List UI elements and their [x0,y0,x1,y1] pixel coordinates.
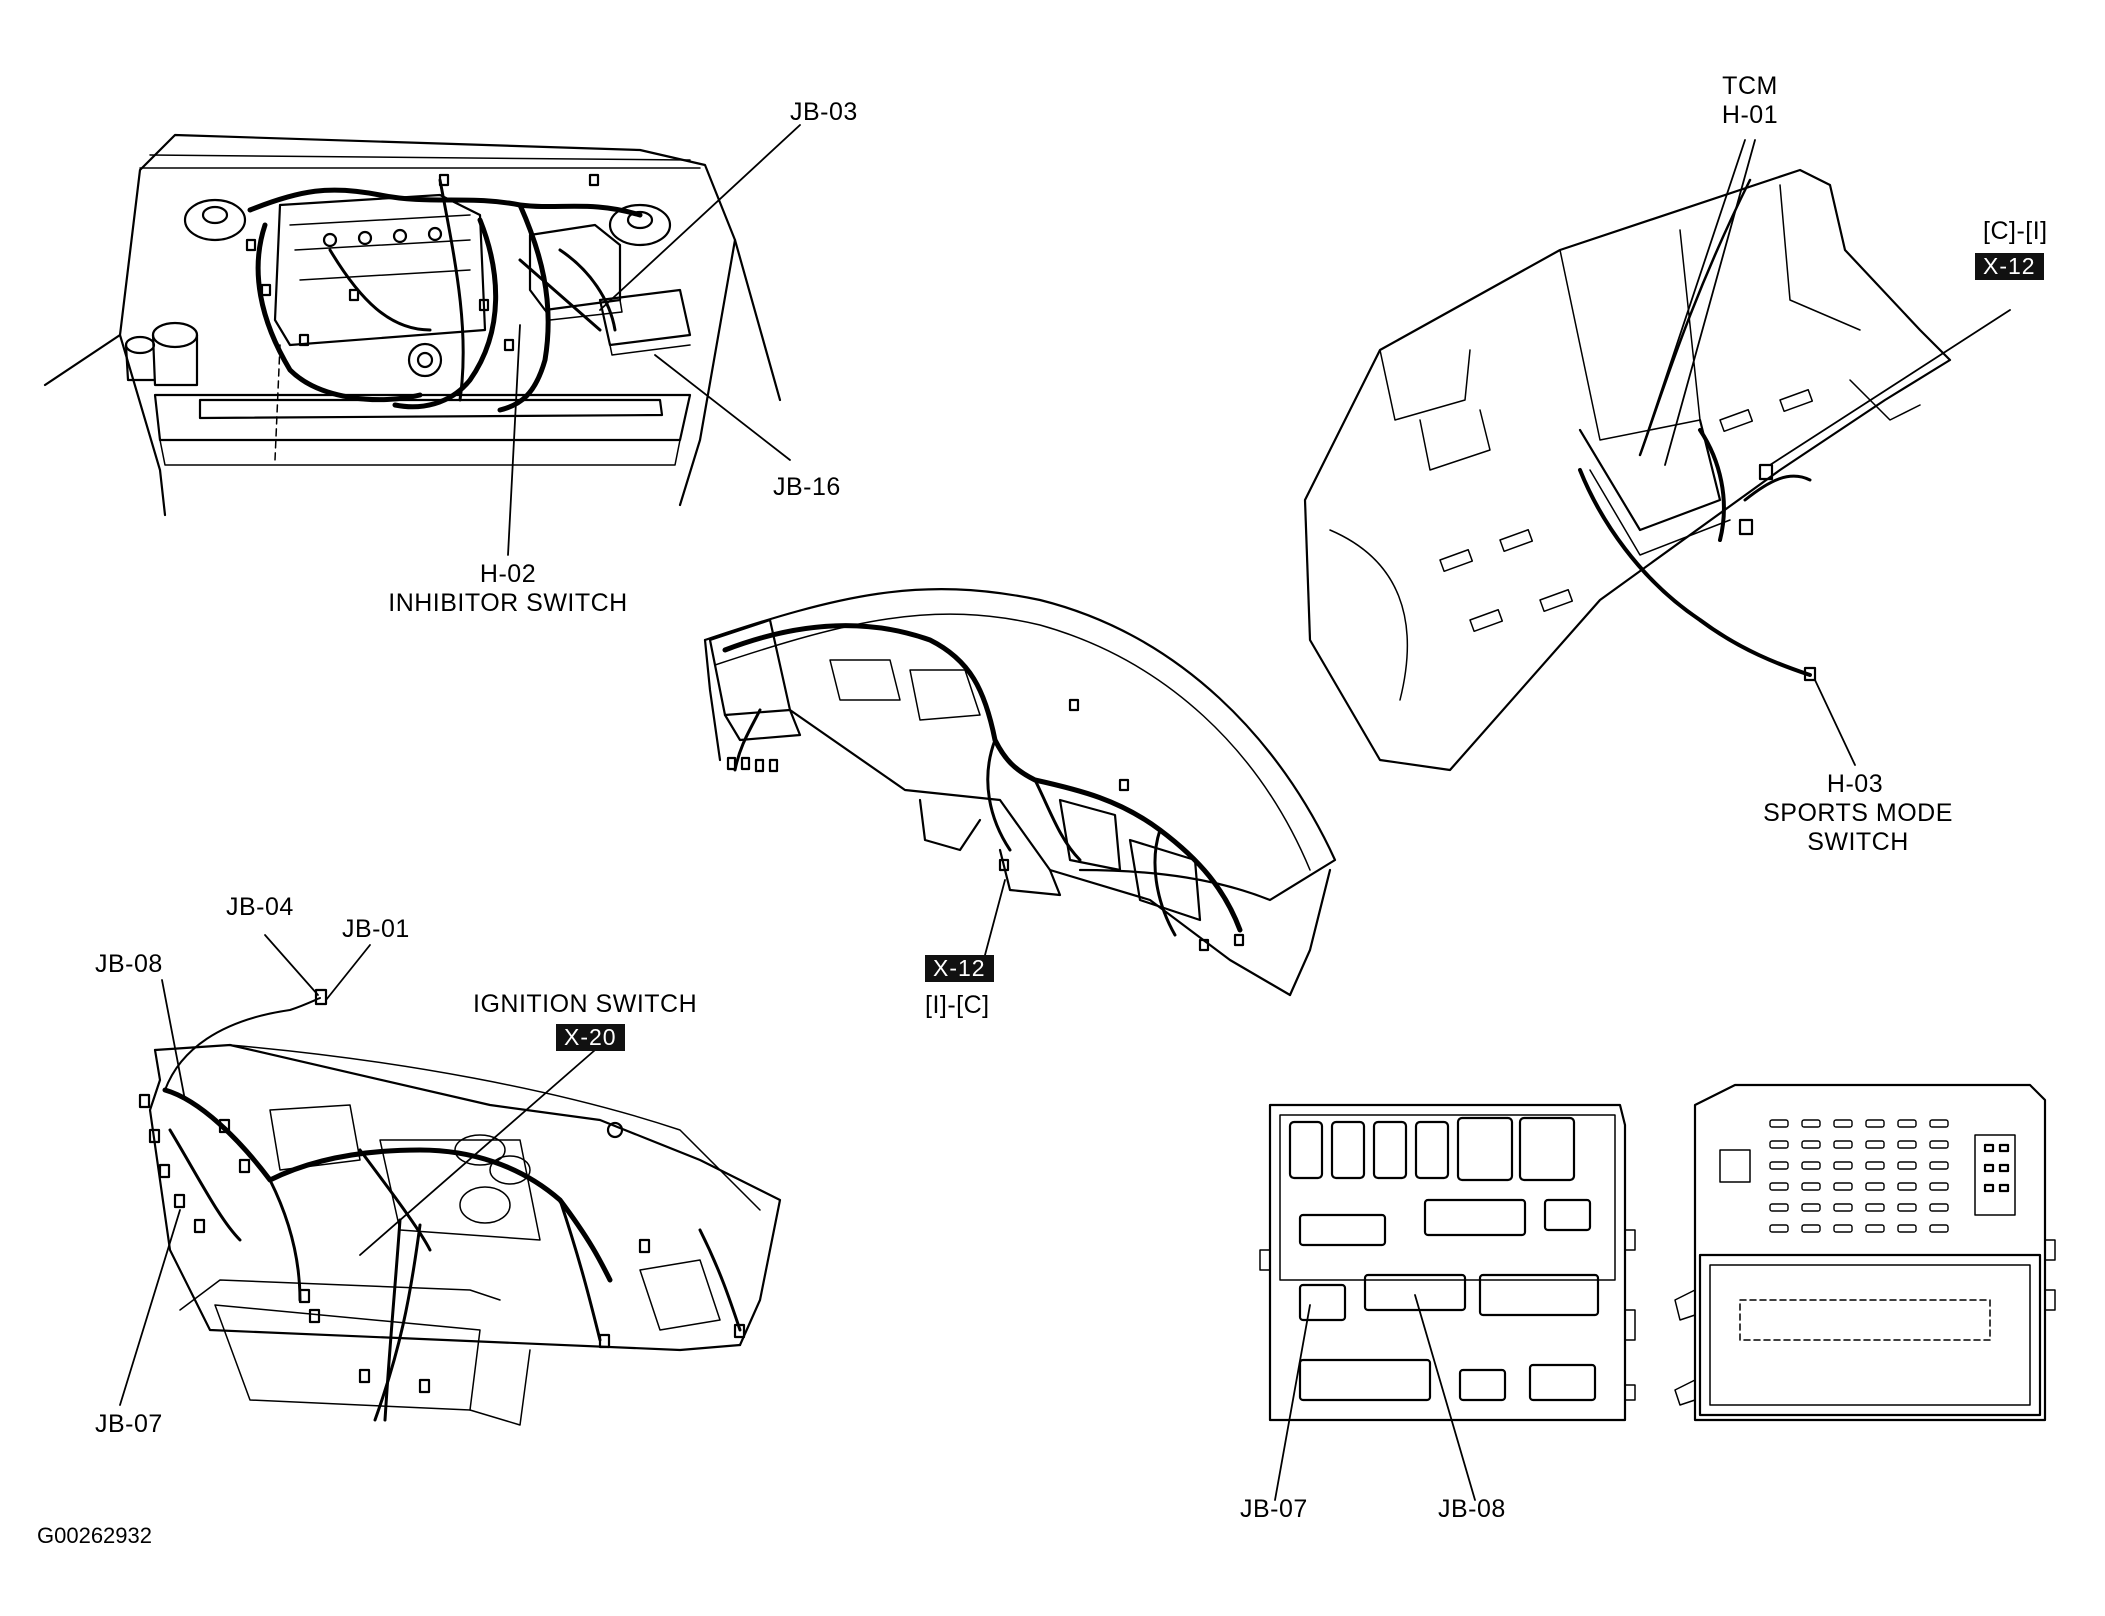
leader-jb-03 [599,124,801,311]
leader-tcm-h-01-b [1664,139,1756,466]
fuse-slot [1801,1224,1821,1233]
fuse-slot [1769,1203,1789,1212]
junction-box-leader-lines [1274,1294,1476,1501]
leader-jb-08-right [1414,1294,1476,1501]
leader-x-12-right [1769,309,2011,466]
fuse-slot [1833,1203,1853,1212]
leader-tcm-h-01-a [1639,139,1746,456]
fuse-slot [1929,1224,1949,1233]
fuse-slot [1801,1203,1821,1212]
label-jb-08-right: JB-08 [1438,1495,1506,1523]
leader-x-20 [359,1049,596,1256]
fuse-slot [1801,1161,1821,1170]
label-ignition-switch: IGNITION SWITCH [473,990,698,1018]
leader-jb-07-right [1274,1304,1311,1501]
fuse-slot [1769,1119,1789,1128]
label-jb-01: JB-01 [342,915,410,943]
fuse-slot [1929,1119,1949,1128]
label-jb-07-right: JB-07 [1240,1495,1308,1523]
label-sports-mode: SPORTS MODE [1763,799,1953,827]
fuse-slot [1833,1140,1853,1149]
left-dashboard-leader-lines [119,934,596,1406]
fuse-slot [1801,1140,1821,1149]
fuse-slot [1897,1140,1917,1149]
fuse-slot [1865,1182,1885,1191]
fuse-slot [1833,1119,1853,1128]
fuse-slot [1929,1161,1949,1170]
leader-jb-08-left [161,979,186,1101]
center-dashboard-leader [984,879,1006,956]
fuse-slot [1929,1182,1949,1191]
connector-tag-x-12-right: X-12 [1975,253,2044,280]
fuse-slot [1929,1203,1949,1212]
junction-box-rear-illustration [1674,1083,2056,1422]
label-x-12-range-center: [I]-[C] [925,991,990,1019]
left-dashboard-illustration [138,988,782,1426]
label-jb-03: JB-03 [790,98,858,126]
center-dashboard-illustration [703,588,1337,997]
fuse-slot [1769,1140,1789,1149]
fuse-slot [1897,1224,1917,1233]
figure-id: G00262932 [37,1523,152,1548]
junction-box-fuse-slots [1769,1119,1949,1233]
fuse-slot [1897,1161,1917,1170]
leader-jb-07-left [119,1209,181,1406]
leader-jb-01 [325,944,371,1001]
label-tcm: TCM [1722,72,1778,100]
leader-h-02 [507,324,521,556]
fuse-slot [1833,1224,1853,1233]
fuse-slot [1769,1224,1789,1233]
label-inhibitor-switch: INHIBITOR SWITCH [388,589,628,617]
label-h-01: H-01 [1721,101,1779,129]
fuse-slot [1865,1203,1885,1212]
fuse-slot [1801,1182,1821,1191]
fuse-slot [1865,1224,1885,1233]
fuse-slot [1769,1182,1789,1191]
fuse-slot [1833,1182,1853,1191]
fuse-slot [1897,1182,1917,1191]
fuse-slot [1865,1119,1885,1128]
label-jb-07-left: JB-07 [95,1410,163,1438]
leader-jb-04 [264,934,319,996]
label-h-02-code: H-02 [479,560,537,588]
label-h-03-code: H-03 [1826,770,1884,798]
fuse-slot [1801,1119,1821,1128]
fuse-slot [1769,1161,1789,1170]
fuse-slot [1865,1161,1885,1170]
floor-console-leader-lines [1639,139,2011,766]
connector-tag-x-20: X-20 [556,1024,625,1051]
label-jb-08-left: JB-08 [95,950,163,978]
leader-h-03 [1814,679,1856,766]
leader-jb-16 [654,354,791,461]
connector-tag-x-12-center: X-12 [925,955,994,982]
label-sports-mode-switch: SWITCH [1807,828,1909,856]
leader-x-12-center [984,879,1006,956]
floor-console-illustration [1303,168,1952,772]
fuse-slot [1897,1119,1917,1128]
label-jb-04: JB-04 [226,893,294,921]
fuse-slot [1929,1140,1949,1149]
engine-bay-illustration [43,133,782,517]
engine-bay-leader-lines [507,124,801,556]
fuse-slot [1833,1161,1853,1170]
label-jb-16: JB-16 [773,473,841,501]
label-x-12-range-right: [C]-[I] [1983,217,2048,245]
fuse-slot [1865,1140,1885,1149]
fuse-slot [1897,1203,1917,1212]
junction-box-front-illustration [1259,1103,1636,1422]
